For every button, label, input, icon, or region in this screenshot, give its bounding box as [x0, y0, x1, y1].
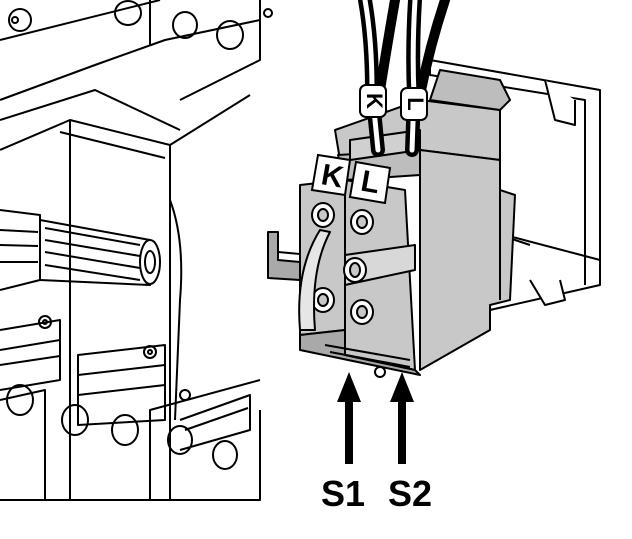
arrow-up-icon: [337, 372, 361, 402]
auxiliary-contact-module: [267, 69, 516, 378]
s2-arrow: [390, 372, 414, 464]
s1-arrow: [337, 372, 361, 464]
terminal-marker-k: K: [310, 153, 352, 197]
s2-label: S2: [388, 473, 432, 514]
wire-label-l: L: [403, 97, 428, 110]
s1-label: S1: [321, 473, 365, 514]
wire-marker-l: L: [400, 87, 428, 121]
wire-marker-k: K: [359, 84, 387, 118]
circuit-breaker-assembly: [0, 0, 273, 501]
arrow-up-icon: [390, 372, 414, 402]
terminal-label-l: L: [358, 165, 382, 201]
wire-label-k: K: [362, 93, 387, 109]
terminal-marker-l: L: [348, 160, 392, 205]
